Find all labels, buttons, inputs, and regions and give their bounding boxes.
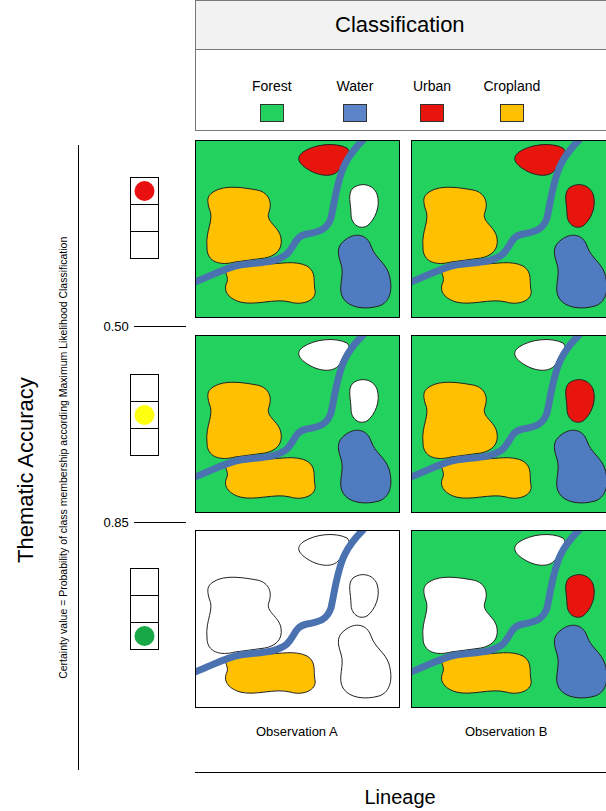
river: [195, 530, 363, 672]
legend-label: Cropland: [484, 79, 541, 94]
map-panel: [195, 140, 400, 318]
axis-title: Thematic Accuracy: [14, 377, 38, 563]
river: [195, 140, 363, 282]
light-cell: [131, 178, 159, 205]
water-area: [554, 430, 606, 503]
header-band: [196, 1, 606, 50]
river: [411, 335, 579, 477]
map-panel: [411, 335, 606, 513]
light-cell: [131, 205, 159, 232]
map-panel: [411, 140, 606, 318]
river: [411, 530, 579, 672]
light-cell: [131, 375, 159, 402]
cropland-area: [207, 382, 282, 458]
river: [411, 140, 579, 282]
tick-label: 0.85: [104, 516, 129, 530]
water-area: [554, 235, 606, 308]
light-cell: [131, 623, 159, 650]
panel-border: [412, 531, 606, 708]
light-dot: [135, 405, 155, 425]
forest-area: [411, 530, 606, 708]
urban-area: [350, 380, 379, 423]
forest-area: [195, 140, 400, 318]
light-cell: [131, 232, 159, 259]
panel-border: [412, 336, 606, 513]
light-cell: [131, 569, 159, 596]
legend-swatch: [500, 104, 524, 122]
forest-area: [195, 530, 400, 708]
map-panel: [411, 530, 606, 708]
water-area: [338, 235, 390, 308]
urban-area: [350, 185, 379, 228]
forest-area: [195, 335, 400, 513]
axis-note: Certainty value = Probability of class m…: [58, 237, 70, 679]
cropland-area: [423, 187, 498, 263]
panel-border: [196, 531, 400, 708]
cropland-area: [423, 382, 498, 458]
map-panel: [195, 530, 400, 708]
cropland-area: [207, 187, 282, 263]
diagram-title: Classification: [335, 13, 465, 37]
water-area: [338, 430, 390, 503]
cropland-area: [423, 577, 498, 653]
column-label: Observation B: [465, 725, 547, 739]
urban-area: [566, 575, 595, 618]
axis-title: Lineage: [365, 786, 436, 808]
light-cell: [131, 429, 159, 456]
river: [195, 335, 363, 477]
cropland-area: [207, 577, 282, 653]
urban-area: [350, 575, 379, 618]
panel-border: [196, 336, 400, 513]
axis-line: [195, 772, 606, 773]
light-dot: [135, 626, 155, 646]
tick-label: 0.50: [104, 320, 129, 334]
light-dot: [135, 181, 155, 201]
legend-label: Forest: [252, 79, 292, 94]
header-box: [196, 1, 606, 131]
map-panel: [195, 335, 400, 513]
water-area: [554, 625, 606, 698]
panel-border: [196, 141, 400, 318]
forest-area: [411, 335, 606, 513]
water-area: [338, 625, 390, 698]
legend-label: Urban: [413, 79, 451, 94]
light-cell: [131, 596, 159, 623]
urban-area: [566, 380, 595, 423]
axis-line: [78, 145, 79, 770]
column-label: Observation A: [256, 725, 338, 739]
forest-area: [411, 140, 606, 318]
urban-area: [566, 185, 595, 228]
light-cell: [131, 402, 159, 429]
legend-swatch: [260, 104, 284, 122]
tick-line: [134, 522, 186, 523]
tick-line: [134, 326, 186, 327]
legend-label: Water: [337, 79, 374, 94]
panel-border: [412, 141, 606, 318]
legend-swatch: [343, 104, 367, 122]
legend-swatch: [420, 104, 444, 122]
